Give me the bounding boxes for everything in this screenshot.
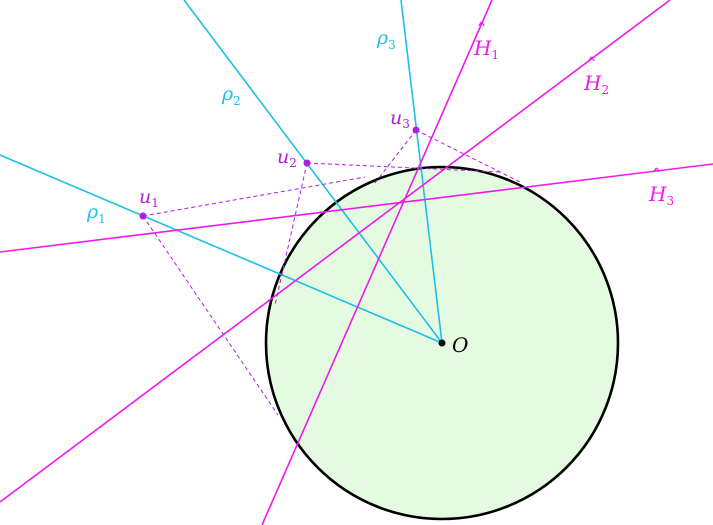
rho2-label: ρ2 — [221, 83, 241, 108]
origin-point — [438, 339, 446, 347]
h1-label: ˆ H1 — [473, 21, 499, 62]
hyperplane-h3 — [0, 163, 713, 253]
h2-label: ˆ H2 — [583, 56, 609, 97]
ray-rho2 — [183, 0, 443, 344]
origin-label: O — [452, 333, 468, 357]
h3-label: ˆ H3 — [648, 167, 674, 208]
hyperplane-h1 — [261, 0, 493, 525]
u3-label: u3 — [390, 107, 410, 131]
svg-text:ˆ: ˆ — [651, 167, 662, 192]
u1-label: u1 — [139, 186, 159, 210]
ray-rho1 — [0, 154, 443, 344]
point-u1 — [139, 212, 147, 220]
hyperplane-h2 — [0, 0, 671, 503]
svg-text:H1: H1 — [473, 36, 499, 62]
svg-text:H2: H2 — [583, 71, 609, 97]
u2-label: u2 — [277, 146, 297, 170]
svg-text:ˆ: ˆ — [586, 56, 597, 81]
dashed-tangents — [142, 129, 523, 416]
point-u2 — [303, 159, 311, 167]
point-u3 — [412, 126, 420, 134]
svg-text:ˆ: ˆ — [476, 21, 487, 46]
rho1-label: ρ1 — [86, 201, 106, 226]
rho3-label: ρ3 — [376, 27, 396, 52]
svg-text:H3: H3 — [648, 182, 674, 208]
ray-rho3 — [400, 0, 443, 344]
